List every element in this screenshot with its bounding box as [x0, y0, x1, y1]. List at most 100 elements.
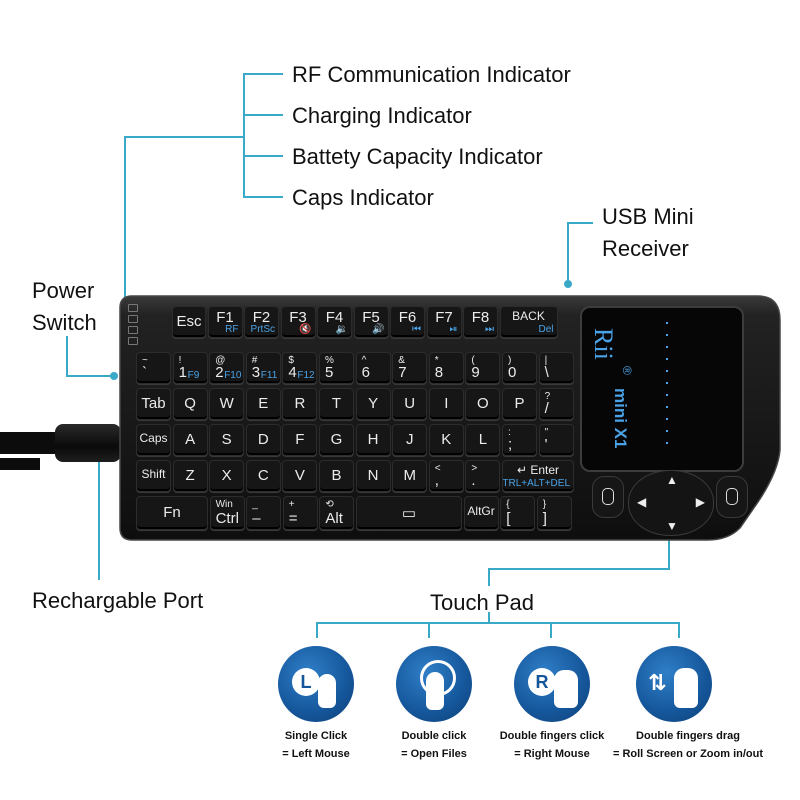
key-symbol-row6-5[interactable]: ▭: [356, 496, 462, 530]
dpad-up-icon[interactable]: ▲: [666, 473, 678, 487]
key-f7-row1-7[interactable]: F7⏯: [426, 306, 462, 338]
key-p-row3-10[interactable]: P: [502, 388, 537, 420]
key-u-row3-7[interactable]: U: [392, 388, 428, 420]
key-f-row4-4[interactable]: F: [282, 424, 318, 456]
key-e-row3-3[interactable]: E: [245, 388, 281, 420]
key-top-legend: #: [251, 355, 258, 366]
key-9-row2-9[interactable]: (9: [465, 352, 501, 384]
key-main-legend: J: [405, 431, 414, 448]
scroll-strip[interactable]: [666, 322, 668, 452]
key-altgr-row6-6[interactable]: AltGr: [463, 496, 499, 530]
key-s-row4-2[interactable]: S: [209, 424, 245, 456]
key-symbol-row6-2[interactable]: _–: [246, 496, 282, 530]
key-a-row4-1[interactable]: A: [172, 424, 208, 456]
right-mouse-button[interactable]: [716, 476, 748, 518]
key-main-legend: Tab: [141, 395, 166, 412]
key-r-row3-4[interactable]: R: [282, 388, 318, 420]
key-h-row4-6[interactable]: H: [355, 424, 391, 456]
key-v-row5-4[interactable]: V: [282, 460, 318, 492]
key-c-row5-3[interactable]: C: [245, 460, 281, 492]
key-symbol-row3-11[interactable]: ?/: [538, 388, 574, 420]
key-symbol-row5-9[interactable]: >.: [465, 460, 501, 492]
key-x-row5-2[interactable]: X: [209, 460, 245, 492]
key-t-row3-5[interactable]: T: [319, 388, 354, 420]
gesture-tick-1: [316, 622, 318, 638]
key-b-row5-5[interactable]: B: [319, 460, 354, 492]
left-mouse-button[interactable]: [592, 476, 624, 518]
key-esc-row1-0[interactable]: Esc: [172, 306, 206, 338]
dpad-down-icon[interactable]: ▼: [666, 519, 678, 533]
key-sub-legend: ⏯: [449, 324, 458, 335]
key-m-row5-7[interactable]: M: [392, 460, 428, 492]
key-main-legend: F2: [252, 309, 271, 326]
key-z-row5-1[interactable]: Z: [172, 460, 208, 492]
key-symbol-row2-0[interactable]: ~`: [136, 352, 171, 384]
key-f5-row1-5[interactable]: F5🔊: [353, 306, 389, 338]
touch-pad[interactable]: Rii ® mini X1: [580, 306, 744, 472]
key-n-row5-6[interactable]: N: [355, 460, 391, 492]
key-g-row4-5[interactable]: G: [319, 424, 354, 456]
key-symbol-row2-11[interactable]: |\: [538, 352, 574, 384]
key-0-row2-10[interactable]: )0: [502, 352, 537, 384]
key-symbol-row4-10[interactable]: :;: [502, 424, 537, 456]
key-k-row4-8[interactable]: K: [428, 424, 464, 456]
key-sub-legend: CTRL+ALT+DEL: [502, 478, 570, 489]
usb-receiver-label-line1: USB Mini: [602, 204, 694, 229]
usb-plug: [55, 424, 121, 462]
indicator-connector-h: [124, 136, 244, 138]
key-shift-row5-0[interactable]: Shift: [136, 460, 171, 492]
dpad-right-icon[interactable]: ▶: [695, 495, 705, 509]
key-symbol-row4-11[interactable]: "': [538, 424, 574, 456]
gesture-3-title: Double fingers click: [499, 730, 605, 742]
key-fn-row6-0[interactable]: Fn: [136, 496, 208, 530]
key-f6-row1-6[interactable]: F6⏮: [390, 306, 425, 338]
key-main-legend: Z: [185, 467, 195, 484]
key-caps-row4-0[interactable]: Caps: [136, 424, 171, 456]
key-alt-row6-4[interactable]: ⟲Alt: [319, 496, 355, 530]
scroll-arrows-icon: ⇅: [648, 670, 667, 695]
key-f4-row1-4[interactable]: F4🔉: [317, 306, 352, 338]
key-symbol-row6-7[interactable]: {[: [500, 496, 536, 530]
key-q-row3-1[interactable]: Q: [172, 388, 208, 420]
key-main-legend: –: [252, 510, 261, 527]
key-i-row3-8[interactable]: I: [428, 388, 464, 420]
key-5-row2-5[interactable]: %5: [319, 352, 354, 384]
key-d-row4-3[interactable]: D: [245, 424, 281, 456]
power-leader-dot: [110, 372, 118, 380]
key-w-row3-2[interactable]: W: [209, 388, 245, 420]
dpad-left-icon[interactable]: ◀: [637, 495, 647, 509]
port-leader-v: [98, 445, 100, 580]
key-7-row2-7[interactable]: &7: [392, 352, 428, 384]
key-main-legend: ]: [542, 510, 547, 527]
key-main-legend: Ctrl: [215, 510, 239, 527]
key-symbol-row5-8[interactable]: <,: [428, 460, 464, 492]
key-o-row3-9[interactable]: O: [465, 388, 501, 420]
key-main-legend: N: [367, 467, 379, 484]
key-f3-row1-3[interactable]: F3🔇: [280, 306, 316, 338]
key-f8-row1-8[interactable]: F8⏭: [463, 306, 498, 338]
key-main-legend: 6: [361, 364, 370, 381]
key-6-row2-6[interactable]: ^6: [355, 352, 391, 384]
key-symbol-row6-3[interactable]: +=: [282, 496, 318, 530]
key-main-legend: /: [544, 400, 549, 417]
usb-leader-v: [567, 222, 569, 282]
key-j-row4-7[interactable]: J: [392, 424, 428, 456]
key-main-legend: ': [544, 436, 548, 453]
key-sub-legend: ⏭: [485, 324, 494, 335]
key-main-legend: M: [403, 467, 416, 484]
key-y-row3-6[interactable]: Y: [355, 388, 391, 420]
key-l-row4-9[interactable]: L: [465, 424, 501, 456]
key-symbol-row6-8[interactable]: }]: [536, 496, 572, 530]
key-8-row2-8[interactable]: *8: [428, 352, 464, 384]
key-tab-row3-0[interactable]: Tab: [136, 388, 171, 420]
key-sub-legend: F12: [297, 370, 315, 381]
